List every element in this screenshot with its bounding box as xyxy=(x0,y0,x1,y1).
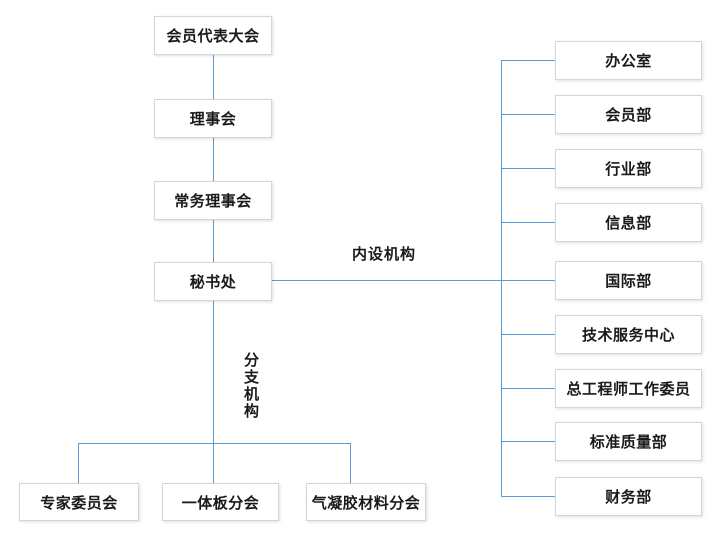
connector-branch-horizontal xyxy=(78,443,351,444)
internal-orgs-label: 内设机构 xyxy=(352,246,417,263)
node-members-assembly: 会员代表大会 xyxy=(154,16,272,55)
node-information-dept: 信息部 xyxy=(555,203,702,242)
node-secretariat: 秘书处 xyxy=(154,262,272,301)
branch-orgs-label: 分支机构 xyxy=(242,352,259,420)
node-membership-dept: 会员部 xyxy=(555,95,702,134)
connector-internal-horizontal xyxy=(272,280,555,281)
node-tech-service-center: 技术服务中心 xyxy=(555,315,702,354)
node-expert-committee: 专家委员会 xyxy=(19,483,139,521)
node-industry-dept: 行业部 xyxy=(555,149,702,188)
connector-stub-chief-engineer xyxy=(501,388,555,389)
node-integrated-board-branch: 一体板分会 xyxy=(162,483,279,521)
connector-stub-industry xyxy=(501,168,555,169)
connector-stub-information xyxy=(501,222,555,223)
node-standards-quality-dept: 标准质量部 xyxy=(555,422,702,461)
connector-stub-membership xyxy=(501,114,555,115)
connector-right-trunk xyxy=(501,60,502,497)
node-chief-engineer-committee: 总工程师工作委员 xyxy=(555,369,702,408)
node-aerogel-branch: 气凝胶材料分会 xyxy=(306,483,426,521)
connector-branch-drop-left xyxy=(78,443,79,483)
node-office: 办公室 xyxy=(555,41,702,80)
node-council: 理事会 xyxy=(154,99,272,138)
node-international-dept: 国际部 xyxy=(555,261,702,300)
node-finance-dept: 财务部 xyxy=(555,477,702,516)
connector-stub-office xyxy=(501,60,555,61)
connector-stub-standards-quality xyxy=(501,441,555,442)
connector-stub-finance xyxy=(501,496,555,497)
node-standing-council: 常务理事会 xyxy=(154,181,272,220)
connector-stub-tech-service xyxy=(501,334,555,335)
connector-branch-drop-right xyxy=(350,443,351,483)
